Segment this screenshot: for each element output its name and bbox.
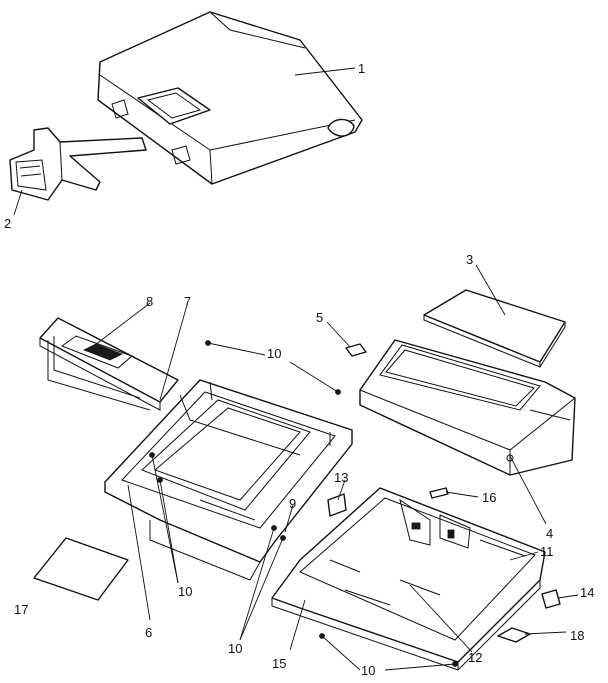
callout-9: 9 xyxy=(289,496,296,511)
callout-1: 1 xyxy=(358,61,365,76)
leader-lines xyxy=(13,67,579,671)
callout-7: 7 xyxy=(184,294,191,309)
callout-labels: 1 2 3 4 5 6 7 8 9 10 10 10 10 10 11 12 1… xyxy=(4,61,594,678)
callout-15: 15 xyxy=(272,656,286,671)
connector-part-14 xyxy=(541,589,561,609)
callout-2: 2 xyxy=(4,216,11,231)
callout-14: 14 xyxy=(580,585,594,600)
pin-part-16 xyxy=(429,487,449,499)
callout-18: 18 xyxy=(570,628,584,643)
housing-part-4 xyxy=(359,339,576,476)
callout-6: 6 xyxy=(145,625,152,640)
callout-5: 5 xyxy=(316,310,323,325)
callout-16: 16 xyxy=(482,490,496,505)
callout-11: 11 xyxy=(540,544,554,559)
callout-10-top: 10 xyxy=(267,346,281,361)
callout-4: 4 xyxy=(546,526,553,541)
top-cover-part-1 xyxy=(97,11,363,185)
block-part-13 xyxy=(327,493,347,517)
bottom-case-part-11 xyxy=(271,487,546,671)
clip-part-5 xyxy=(345,343,367,357)
callout-13: 13 xyxy=(334,470,348,485)
callout-10-bottom: 10 xyxy=(361,663,375,678)
plate-part-7-8 xyxy=(39,317,179,411)
callout-12: 12 xyxy=(468,650,482,665)
sheet-part-3 xyxy=(423,289,566,368)
callout-10-center: 10 xyxy=(228,641,242,656)
callout-17: 17 xyxy=(14,602,28,617)
callout-10-left: 10 xyxy=(178,584,192,599)
callout-3: 3 xyxy=(466,252,473,267)
pad-part-18 xyxy=(497,627,531,643)
sheet-part-17 xyxy=(33,537,129,601)
bracket-part-2 xyxy=(9,127,147,201)
callout-8: 8 xyxy=(146,294,153,309)
